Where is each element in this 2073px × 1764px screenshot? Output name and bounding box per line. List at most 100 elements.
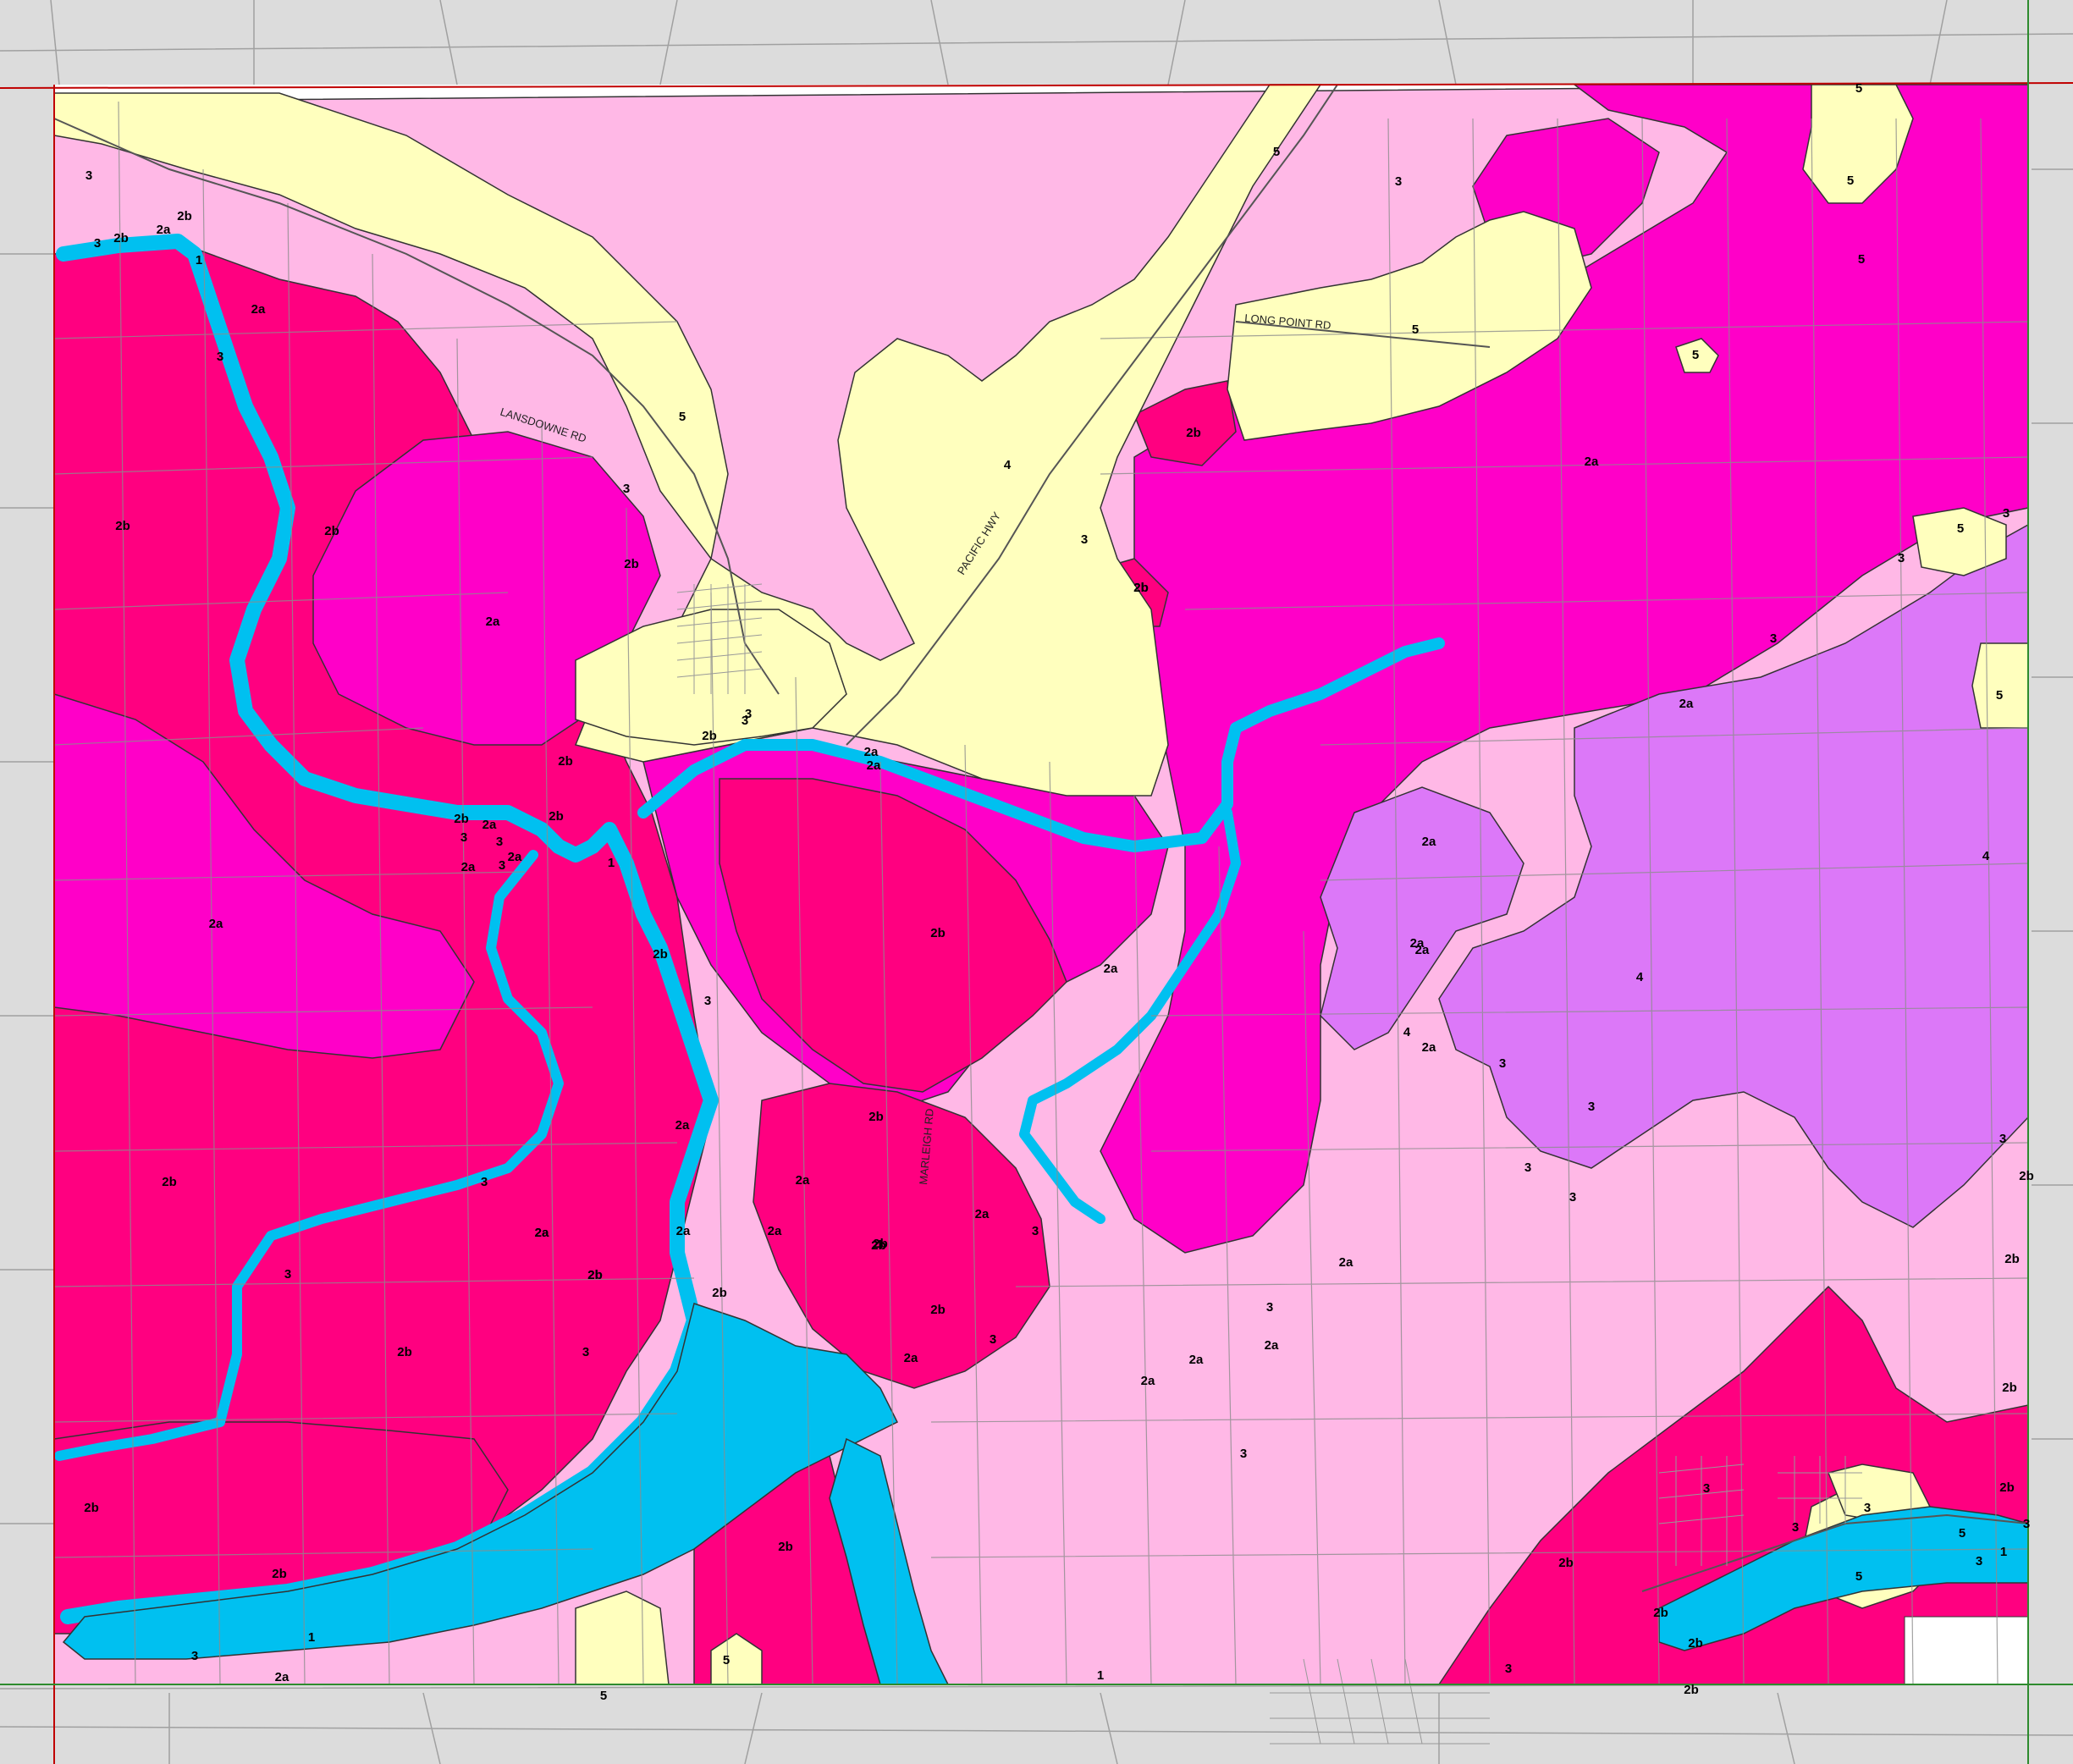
zone-label: 2a — [1189, 1353, 1204, 1367]
zone-label: 3 — [217, 350, 223, 364]
zone-label: 2b — [1999, 1480, 2015, 1495]
zone-label: 2a — [535, 1226, 549, 1240]
zone-label: 3 — [1499, 1056, 1506, 1071]
zone-label: 2a — [1339, 1255, 1354, 1270]
zone-label: 2a — [1422, 1040, 1436, 1055]
zone-label: 2a — [864, 745, 879, 759]
zone-label: 3 — [2003, 506, 2010, 521]
zone-label: 2b — [272, 1567, 287, 1581]
zone-label: 3 — [481, 1175, 488, 1189]
zone-label: 2b — [873, 1237, 888, 1251]
zone-label: 3 — [1266, 1300, 1273, 1315]
zone-label: 3 — [1240, 1447, 1247, 1461]
zone-label: 3 — [1792, 1520, 1799, 1535]
zone-label: 2a — [1104, 962, 1118, 976]
zone-label: 3 — [1898, 551, 1905, 565]
zone-label: 5 — [679, 410, 686, 424]
zone-label: 5 — [723, 1653, 730, 1668]
zone-label: 2b — [1684, 1683, 1699, 1697]
zone-label: 4 — [1004, 458, 1012, 472]
zone-label: 3 — [742, 714, 748, 728]
zone-label: 3 — [1864, 1501, 1871, 1515]
zone-label: 2b — [712, 1286, 727, 1300]
zone-label: 1 — [1097, 1668, 1104, 1683]
cadastre-lines — [53, 101, 2029, 1685]
zone-label: 3 — [1081, 532, 1088, 547]
zone-label: 5 — [1692, 348, 1699, 362]
zone-label: 3 — [85, 168, 92, 183]
zone-class-4-center — [1320, 786, 1524, 1050]
zone-class-5-east — [1971, 642, 2029, 729]
zone-label: 2b — [930, 1303, 946, 1317]
zone-label: 2b — [1688, 1636, 1703, 1651]
zone-label: 2b — [1133, 581, 1149, 595]
zone-label: 3 — [1770, 631, 1777, 646]
zone-label: 2b — [1133, 581, 1149, 595]
zone-label: 2a — [1265, 1338, 1279, 1353]
zone-label: 2b — [324, 524, 339, 538]
zone-label: 2a — [482, 818, 497, 832]
zone-label: 2a — [508, 850, 522, 864]
zone-label: 2a — [676, 1224, 691, 1238]
zone-label: 5 — [1959, 1526, 1965, 1541]
zone-label: 2b — [115, 519, 130, 533]
zone-class-2b-northeast — [1133, 380, 1237, 466]
zone-label: 2a — [1141, 1374, 1155, 1388]
zone-class-5-ne-blob — [1802, 84, 1914, 204]
zone-label: 1 — [608, 856, 615, 870]
zone-label: 2b — [587, 1268, 603, 1282]
zone-label: 2b — [2019, 1169, 2034, 1183]
zone-label: 5 — [1957, 521, 1964, 536]
zone-label: 3 — [94, 236, 101, 251]
zone-label: 2b — [113, 231, 129, 245]
zone-label: 1 — [308, 1630, 315, 1645]
zone-label: 3 — [496, 835, 503, 849]
zone-class-5-south-small — [710, 1633, 763, 1685]
zone-label: 5 — [1858, 252, 1865, 267]
zone-class-5-south — [575, 1590, 670, 1685]
zone-label: 2b — [653, 947, 668, 962]
zone-label: 2b — [2004, 1252, 2020, 1266]
zone-label: 2b — [162, 1175, 177, 1189]
zone-label: 4 — [1403, 1025, 1411, 1039]
zone-label: 2a — [251, 302, 266, 317]
zone-label: 2a — [535, 1226, 549, 1240]
zone-label: 2b — [2002, 1381, 2017, 1395]
zone-label: 2b — [1653, 1606, 1668, 1620]
zone-label: 2a — [1422, 835, 1436, 849]
zone-label: 3 — [284, 1267, 291, 1282]
zone-label: 3 — [582, 1345, 589, 1359]
river-estuary — [62, 1303, 899, 1660]
zone-label: 3 — [1395, 174, 1402, 189]
zone-label: 5 — [1273, 145, 1280, 159]
zone-label: 2a — [1415, 943, 1430, 957]
zone-label: 2a — [768, 1224, 782, 1238]
zone-label: 3 — [1569, 1190, 1576, 1204]
white-unclassified-southeast — [1904, 1616, 2029, 1685]
zone-label: 2a — [904, 1351, 918, 1365]
zone-label: 5 — [1412, 322, 1419, 337]
zone-label: 2a — [157, 223, 171, 237]
zone-label: 2b — [454, 812, 469, 826]
zone-label: 2a — [1585, 455, 1599, 469]
zone-labels: 3 2b 3 2b 2a 1 2a 3 2b 2b 2a 5 3 2b 2b 3… — [84, 81, 2034, 1703]
town-grid — [676, 583, 1862, 1745]
zone-label: 2a — [675, 1118, 690, 1133]
zone-label: 5 — [1855, 81, 1862, 96]
zone-label: 2a — [275, 1670, 289, 1684]
zone-label: 2b — [177, 209, 192, 223]
zone-label: 3 — [460, 830, 467, 845]
zone-label: 2a — [461, 860, 476, 874]
zone-label: 1 — [2000, 1545, 2007, 1559]
zone-label: 5 — [1847, 174, 1854, 188]
zone-label: 2b — [702, 729, 717, 743]
zone-label: 3 — [1976, 1554, 1982, 1568]
zone-label: 2a — [975, 1207, 990, 1221]
zone-label: 3 — [1588, 1100, 1595, 1114]
zone-label: 2a — [1679, 697, 1694, 711]
zone-label: 2b — [624, 557, 639, 571]
zone-label: 2b — [868, 1110, 884, 1124]
zone-label: 2b — [1186, 426, 1201, 440]
